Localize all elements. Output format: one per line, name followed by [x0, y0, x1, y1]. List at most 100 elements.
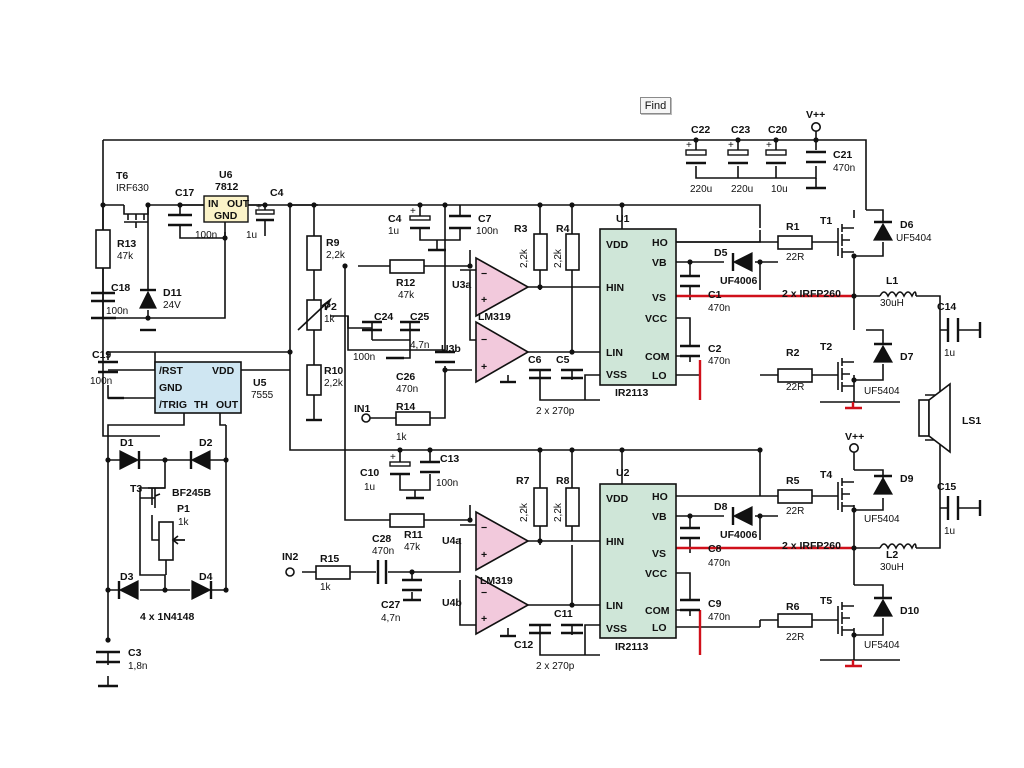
svg-text:D3: D3 — [120, 571, 134, 583]
svg-text:VDD: VDD — [212, 365, 235, 377]
svg-text:T1: T1 — [820, 215, 832, 227]
svg-text:LIN: LIN — [606, 347, 623, 359]
svg-text:D5: D5 — [714, 247, 728, 259]
svg-text:VCC: VCC — [645, 568, 668, 580]
svg-text:C18: C18 — [111, 282, 130, 294]
find-button[interactable]: Find — [640, 97, 671, 114]
svg-text:COM: COM — [645, 605, 670, 617]
svg-text:R2: R2 — [786, 347, 800, 359]
svg-text:C13: C13 — [440, 453, 459, 465]
svg-text:VDD: VDD — [606, 239, 629, 251]
svg-text:100n: 100n — [90, 376, 112, 387]
wiring — [102, 127, 980, 686]
svg-text:470n: 470n — [396, 384, 418, 395]
svg-text:47k: 47k — [398, 290, 415, 301]
svg-text:2,2k: 2,2k — [553, 248, 564, 268]
svg-text:T3: T3 — [130, 483, 142, 495]
svg-text:R13: R13 — [117, 238, 136, 250]
svg-text:VDD: VDD — [606, 493, 629, 505]
svg-text:VSS: VSS — [606, 623, 627, 635]
svg-text:1u: 1u — [944, 526, 955, 537]
svg-text:VSS: VSS — [606, 369, 627, 381]
svg-text:1u: 1u — [388, 226, 399, 237]
svg-text:+: + — [686, 140, 692, 151]
svg-text:U2: U2 — [616, 467, 630, 479]
svg-text:C27: C27 — [381, 599, 400, 611]
svg-text:L2: L2 — [886, 549, 898, 561]
svg-text:U1: U1 — [616, 213, 630, 225]
highlighted-nets — [676, 294, 862, 668]
svg-text:100n: 100n — [195, 230, 217, 241]
svg-text:+: + — [766, 140, 772, 151]
svg-text:220u: 220u — [731, 184, 753, 195]
svg-text:1,8n: 1,8n — [128, 661, 147, 672]
svg-text:R15: R15 — [320, 553, 339, 565]
svg-text:D11: D11 — [163, 287, 182, 299]
svg-text:TH: TH — [194, 399, 208, 411]
svg-text:C17: C17 — [175, 187, 194, 199]
svg-text:U5: U5 — [253, 377, 267, 389]
svg-text:C9: C9 — [708, 598, 722, 610]
svg-text:100n: 100n — [476, 226, 498, 237]
u1-driver-ic: VDD HIN LIN VSS HO VB VS VCC COM LO — [599, 228, 677, 386]
svg-text:UF4006: UF4006 — [720, 275, 758, 287]
svg-text:470n: 470n — [708, 558, 730, 569]
svg-text:C15: C15 — [937, 481, 956, 493]
svg-text:IR2113: IR2113 — [615, 641, 648, 653]
svg-text:U3a: U3a — [452, 279, 471, 291]
svg-text:C6: C6 — [528, 354, 542, 366]
svg-text:T4: T4 — [820, 469, 832, 481]
speaker — [918, 382, 951, 454]
svg-text:UF5404: UF5404 — [896, 233, 932, 244]
svg-text:R11: R11 — [404, 529, 423, 541]
op-amps: − + − + − + − + — [475, 256, 530, 636]
svg-text:470n: 470n — [708, 303, 730, 314]
svg-text:IN2: IN2 — [282, 551, 299, 563]
svg-text:2,2k: 2,2k — [519, 248, 530, 268]
svg-text:LO: LO — [652, 370, 667, 382]
svg-text:VS: VS — [652, 292, 666, 304]
svg-text:C14: C14 — [937, 301, 956, 313]
svg-text:100n: 100n — [106, 306, 128, 317]
svg-text:30uH: 30uH — [880, 562, 904, 573]
svg-text:4,7n: 4,7n — [410, 340, 429, 351]
svg-text:LIN: LIN — [606, 600, 623, 612]
svg-text:U3b: U3b — [441, 343, 461, 355]
svg-text:U4b: U4b — [442, 597, 462, 609]
svg-text:+: + — [390, 452, 396, 463]
svg-text:7555: 7555 — [251, 390, 274, 401]
capacitors: + + + + + + — [91, 140, 982, 664]
svg-text:C24: C24 — [374, 311, 393, 323]
svg-text:C8: C8 — [708, 543, 722, 555]
svg-text:C12: C12 — [514, 639, 533, 651]
svg-text:2,2k: 2,2k — [553, 502, 564, 522]
svg-text:+: + — [481, 294, 487, 306]
svg-text:OUT: OUT — [216, 399, 239, 411]
svg-text:C3: C3 — [128, 647, 142, 659]
svg-text:D7: D7 — [900, 351, 914, 363]
svg-text:UF5404: UF5404 — [864, 386, 900, 397]
diodes — [117, 220, 894, 617]
inductors — [879, 291, 917, 550]
transistors — [123, 205, 854, 636]
svg-text:1k: 1k — [396, 432, 408, 443]
pot-wipers — [171, 297, 332, 545]
svg-text:47k: 47k — [404, 542, 421, 553]
svg-text:/TRIG: /TRIG — [159, 399, 187, 411]
svg-text:R12: R12 — [396, 277, 415, 289]
svg-text:C4: C4 — [270, 187, 284, 199]
svg-text:R1: R1 — [786, 221, 800, 233]
svg-text:2,2k: 2,2k — [326, 250, 346, 261]
svg-text:R10: R10 — [324, 365, 343, 377]
svg-text:470n: 470n — [833, 163, 855, 174]
svg-text:VB: VB — [652, 511, 667, 523]
svg-text:IR2113: IR2113 — [615, 387, 648, 399]
svg-text:C21: C21 — [833, 149, 852, 161]
svg-text:4 x 1N4148: 4 x 1N4148 — [140, 611, 194, 623]
svg-text:V++: V++ — [806, 109, 825, 121]
svg-text:GND: GND — [214, 210, 238, 222]
svg-text:R3: R3 — [514, 223, 528, 235]
svg-text:220u: 220u — [690, 184, 712, 195]
svg-text:L1: L1 — [886, 275, 898, 287]
